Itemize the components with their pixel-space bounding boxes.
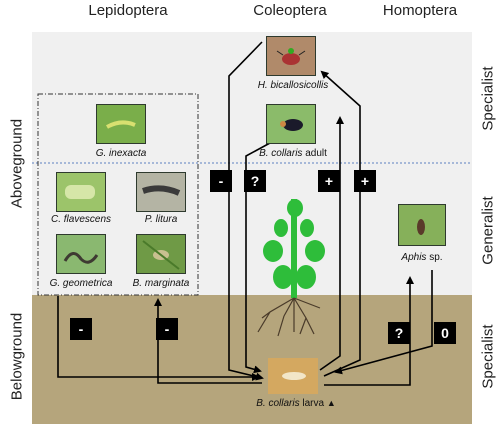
caterpillar-icon: [106, 120, 136, 129]
caterpillar-icon: [63, 252, 99, 264]
sign-larva-to-aphis: 0: [434, 322, 456, 344]
header-coleoptera: Coleoptera: [253, 2, 327, 19]
caption-c-flavescens: C. flavescens: [50, 214, 112, 225]
sign-aphis-to-larva: ?: [388, 322, 410, 344]
photo-b-marginata: [136, 234, 186, 274]
aphid-icon: [417, 219, 425, 235]
caption-b-marginata: B. marginata: [132, 278, 190, 289]
sign-larva-to-bcol-adult: +: [318, 170, 340, 192]
caption-p-litura: P. litura: [144, 214, 178, 225]
photo-g-inexacta: [96, 104, 146, 144]
arrow-hbic-to-larva: [228, 41, 264, 381]
beetle-icon: [276, 48, 306, 65]
belowground-zone: [32, 295, 472, 424]
aphis-name: Aphis: [401, 252, 427, 263]
photo-p-litura: [136, 172, 186, 212]
b-collaris-adult-stage: adult: [305, 148, 327, 159]
sign-lep-below-right: -: [156, 318, 178, 340]
photo-aphis: [398, 204, 446, 246]
b-collaris-larva-stage: larva: [302, 398, 325, 409]
sign-hbic-effect: -: [210, 170, 232, 192]
beetle-icon: [280, 119, 303, 131]
photo-c-flavescens: [56, 172, 106, 212]
aphis-suffix: sp.: [429, 252, 443, 263]
arrow-larva-to-aphis: [324, 276, 414, 386]
moth-icon: [142, 240, 180, 270]
photo-h-bicallosicollis: [266, 36, 316, 76]
lepidoptera-group-box: [37, 93, 199, 296]
b-collaris-adult-name: B. collaris: [259, 148, 303, 159]
arrow-gen-lep-to-larva: [57, 296, 260, 381]
caterpillar-icon: [142, 185, 181, 196]
label-specialist-bottom: Specialist: [479, 324, 497, 389]
caption-g-inexacta: G. inexacta: [95, 148, 147, 159]
b-collaris-larva-name: B. collaris: [256, 398, 300, 409]
larva-marker-triangle: ▲: [326, 398, 336, 408]
photo-g-geometrica: [56, 234, 106, 274]
label-belowground: Belowground: [8, 312, 26, 401]
sign-lep-below-left: -: [70, 318, 92, 340]
photo-b-collaris-adult: [266, 104, 316, 144]
arrow-bcol-adult-to-larva: [245, 142, 271, 374]
arrow-aphis-to-larva: [334, 270, 433, 375]
photo-b-collaris-larva: [268, 358, 318, 394]
label-generalist: Generalist: [479, 196, 497, 265]
label-aboveground: Aboveground: [8, 118, 26, 209]
caption-b-collaris-adult: B. collaris adult: [238, 148, 348, 159]
label-specialist-top: Specialist: [479, 66, 497, 131]
caption-h-bicallosicollis: H. bicallosicollis: [257, 80, 329, 91]
header-homoptera: Homoptera: [382, 2, 458, 19]
plant-illustration: [257, 199, 325, 337]
caterpillar-icon: [65, 185, 95, 199]
sign-larva-to-hbic: +: [354, 170, 376, 192]
larva-icon: [282, 372, 306, 380]
caption-b-collaris-larva: B. collaris larva ▲: [236, 398, 356, 409]
header-lepidoptera: Lepidoptera: [88, 2, 168, 19]
caption-aphis: Aphis sp.: [372, 252, 472, 263]
sign-bcol-adult-effect: ?: [244, 170, 266, 192]
arrow-larva-to-bcol-adult: [319, 116, 344, 371]
arrows: [57, 41, 433, 386]
caption-g-geometrica: G. geometrica: [49, 278, 113, 289]
